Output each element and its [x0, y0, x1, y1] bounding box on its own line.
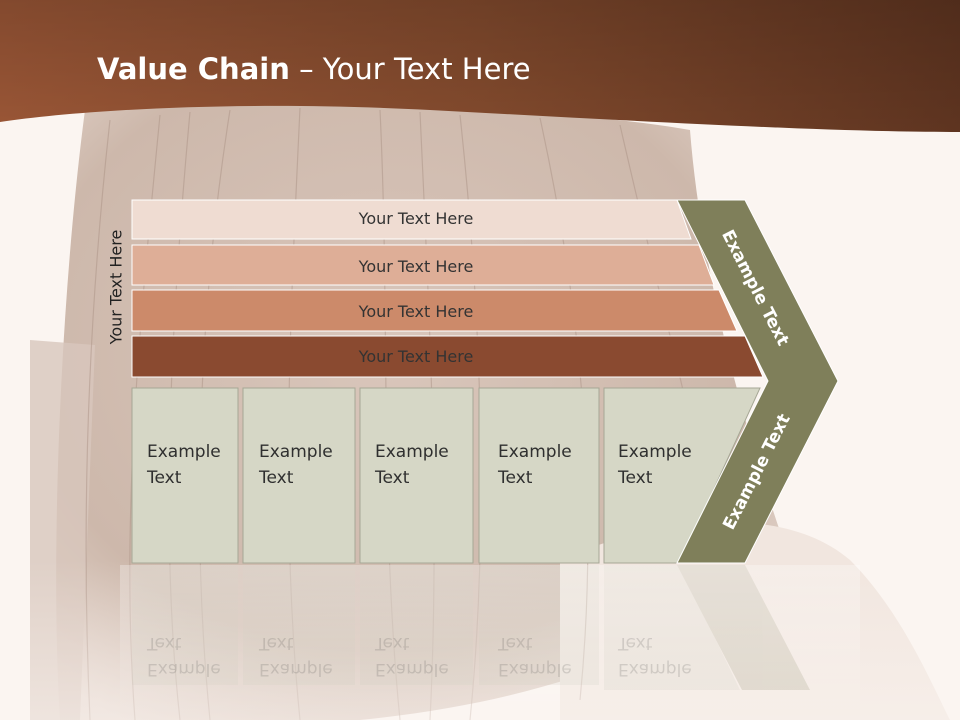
box-4-line-1: Example [498, 442, 572, 462]
row-3-label: Your Text Here [358, 302, 474, 321]
box-5-line-1: Example [618, 442, 692, 462]
row-4-label: Your Text Here [358, 347, 474, 366]
title-bold: Value Chain [97, 52, 290, 86]
box-1-line-1: Example [147, 442, 221, 462]
box-1-line-2: Text [147, 468, 182, 488]
page-title: Value Chain – Your Text Here [97, 52, 531, 86]
value-chain-row-1 [131, 199, 692, 240]
value-chain-row-3 [131, 289, 738, 332]
activity-box-3 [359, 387, 474, 564]
activity-box-2 [242, 387, 356, 564]
box-5-line-2: Text [618, 468, 653, 488]
box-2-line-2: Text [259, 468, 294, 488]
activity-box-4 [478, 387, 600, 564]
margin-chevron [676, 199, 839, 564]
value-chain-row-2 [131, 244, 715, 286]
title-rest: – Your Text Here [289, 52, 531, 86]
box-4-line-2: Text [498, 468, 533, 488]
box-2-line-1: Example [259, 442, 333, 462]
box-3-line-1: Example [375, 442, 449, 462]
activity-box-1 [131, 387, 239, 564]
box-3-line-2: Text [375, 468, 410, 488]
side-label: Your Text Here [106, 229, 126, 345]
row-1-label: Your Text Here [358, 209, 474, 228]
value-chain-row-4 [131, 335, 764, 378]
row-2-label: Your Text Here [358, 257, 474, 276]
